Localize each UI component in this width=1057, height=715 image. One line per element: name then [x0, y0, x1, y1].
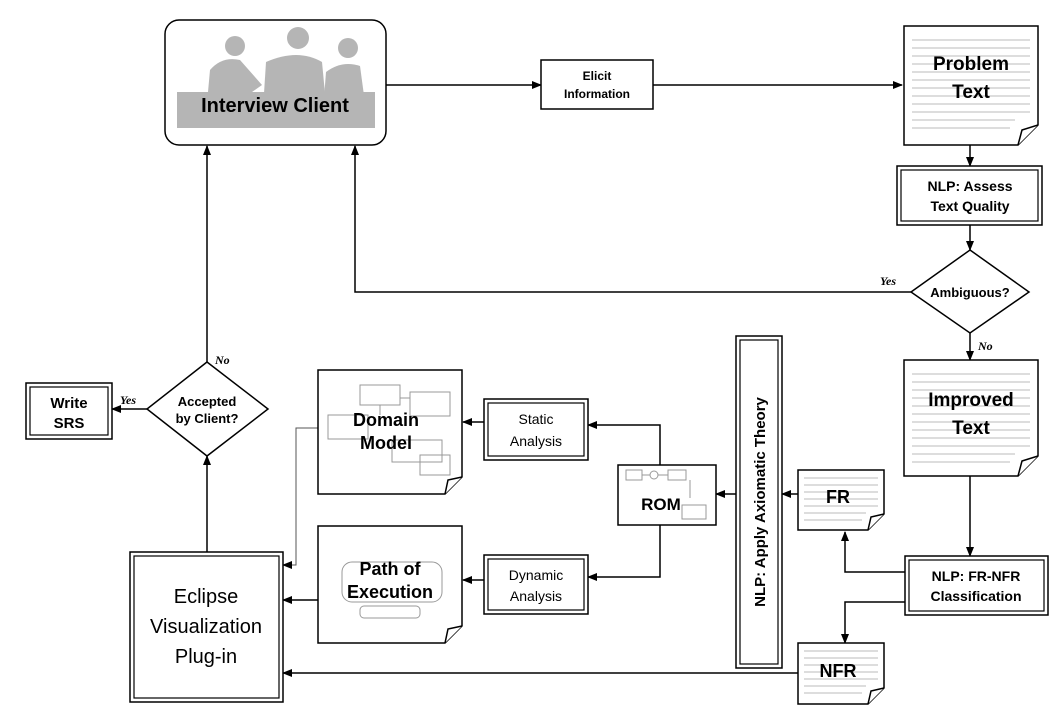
improved-text-line2: Text — [952, 418, 990, 439]
eclipse-line3: Plug-in — [175, 646, 237, 668]
edge-domain-model-to-eclipse — [282, 427, 318, 569]
node-interview-client: Interview Client — [164, 19, 387, 146]
write-srs-line1: Write — [50, 395, 87, 412]
path-of-execution-line1: Path of — [360, 559, 422, 579]
elicit-label-line2: Information — [564, 87, 630, 101]
path-of-execution-line2: Execution — [347, 582, 433, 602]
node-domain-model: Domain Model — [317, 369, 463, 495]
node-ambiguous-decision: Ambiguous? — [909, 249, 1031, 334]
edge-ambiguous-yes-to-interview — [351, 145, 911, 293]
node-static-analysis: Static Analysis — [483, 398, 589, 461]
eclipse-line1: Eclipse — [174, 586, 238, 608]
dynamic-label-line2: Analysis — [510, 588, 562, 604]
people-silhouette-icon — [177, 27, 375, 128]
node-fr-document: FR — [797, 469, 885, 531]
node-dynamic-analysis: Dynamic Analysis — [483, 554, 589, 615]
assess-label-line1: NLP: Assess — [927, 178, 1012, 194]
edge-label-accepted-no: No — [214, 353, 230, 367]
node-write-srs: Write SRS — [25, 382, 113, 440]
edge-classification-to-nfr — [841, 601, 905, 644]
edge-rom-to-dynamic — [587, 525, 661, 581]
dynamic-label-line1: Dynamic — [509, 567, 563, 583]
problem-text-line1: Problem — [933, 54, 1009, 75]
eclipse-line2: Visualization — [150, 616, 262, 638]
nfr-label: NFR — [820, 661, 857, 681]
node-rom: ROM — [617, 464, 717, 526]
write-srs-line2: SRS — [54, 415, 85, 432]
node-problem-text: Problem Text — [903, 25, 1039, 146]
node-improved-text: Improved Text — [903, 359, 1039, 477]
domain-model-line1: Domain — [353, 410, 419, 430]
elicit-label-line1: Elicit — [583, 69, 612, 83]
edges — [111, 81, 974, 677]
fr-label: FR — [826, 487, 850, 507]
node-eclipse-visualization: Eclipse Visualization Plug-in — [129, 551, 284, 703]
ambiguous-label: Ambiguous? — [930, 285, 1009, 300]
edge-classification-to-fr — [841, 531, 905, 573]
axiomatic-label: NLP: Apply Axiomatic Theory — [752, 396, 769, 606]
assess-label-line2: Text Quality — [930, 198, 1009, 214]
edge-label-ambiguous-yes: Yes — [880, 274, 896, 288]
interview-client-label: Interview Client — [201, 95, 349, 117]
edge-label-ambiguous-no: No — [977, 339, 993, 353]
rom-diagram-icon — [625, 469, 707, 520]
domain-model-line2: Model — [360, 433, 412, 453]
improved-text-line1: Improved — [928, 390, 1014, 411]
problem-text-line2: Text — [952, 82, 990, 103]
node-accepted-decision: Accepted by Client? — [145, 361, 270, 457]
domain-model-diagram-icon — [327, 384, 451, 476]
node-apply-axiomatic-theory: NLP: Apply Axiomatic Theory — [735, 335, 783, 669]
edge-label-accepted-yes: Yes — [120, 393, 136, 407]
classification-label-line2: Classification — [930, 588, 1021, 604]
accepted-line1: Accepted — [178, 394, 237, 409]
node-nfr-document: NFR — [797, 642, 885, 705]
edge-rom-to-static — [587, 421, 661, 465]
node-fr-nfr-classification: NLP: FR-NFR Classification — [904, 555, 1049, 616]
node-elicit-information: Elicit Information — [540, 59, 654, 110]
rom-label: ROM — [641, 495, 681, 514]
node-assess-text-quality: NLP: Assess Text Quality — [896, 165, 1043, 226]
execution-path-icon — [341, 561, 443, 619]
node-path-of-execution: Path of Execution — [317, 525, 463, 644]
static-label-line1: Static — [518, 411, 553, 427]
static-label-line2: Analysis — [510, 433, 562, 449]
classification-label-line1: NLP: FR-NFR — [932, 568, 1021, 584]
accepted-line2: by Client? — [176, 411, 239, 426]
